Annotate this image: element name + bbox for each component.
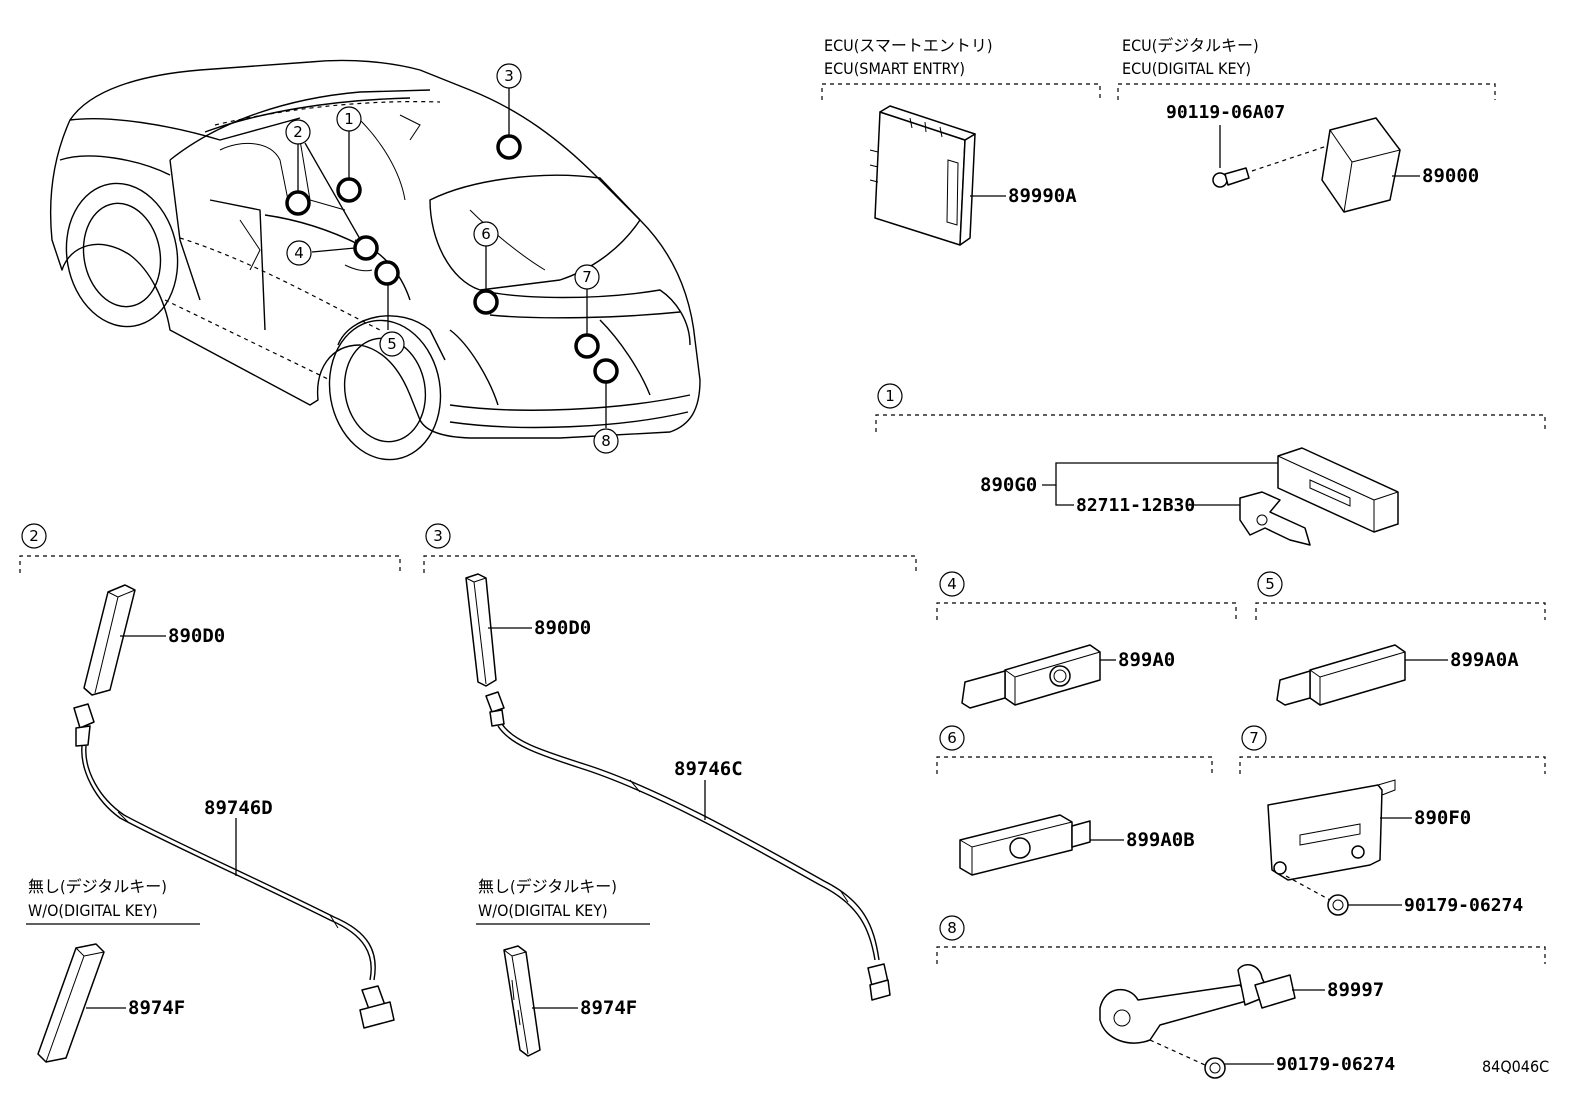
digital-key-title-jp: ECU(デジタルキー) <box>1122 36 1259 55</box>
nut-part-8 <box>1204 1057 1226 1079</box>
svg-text:6: 6 <box>947 729 957 747</box>
callout-2: 2 <box>285 119 311 145</box>
part-899A0A: 899A0A <box>1450 649 1519 671</box>
svg-text:2: 2 <box>293 123 303 141</box>
group-3: 3 890D0 89746C 無し(デジタルキー) W/O(DIGITAL KE… <box>423 523 917 1057</box>
part-890D0-right-drawing <box>465 573 497 687</box>
group-7: 7 890F0 90179-06274 <box>1239 725 1546 916</box>
callout-5: 5 <box>379 331 405 357</box>
part-8974F-left-drawing <box>37 943 105 1063</box>
part-890G0: 890G0 <box>980 474 1037 496</box>
callout-7: 7 <box>574 264 600 290</box>
part-899A0A-drawing <box>1276 644 1406 706</box>
location-7 <box>574 333 600 359</box>
part-90179-06274-a: 90179-06274 <box>1404 895 1523 916</box>
part-890F0: 890F0 <box>1414 807 1471 829</box>
part-890F0-drawing <box>1267 779 1396 881</box>
group-2: 2 890D0 89746D 無し(デジタルキー) W/O(DIGITAL KE… <box>19 523 401 1063</box>
location-1 <box>336 177 362 203</box>
callout-6: 6 <box>473 221 499 247</box>
location-6 <box>473 289 499 315</box>
wo-digital-key-left-jp: 無し(デジタルキー) <box>28 877 167 896</box>
smart-entry-title-en: ECU(SMART ENTRY) <box>824 59 965 78</box>
callout-3: 3 <box>496 63 522 89</box>
digital-key-title-en: ECU(DIGITAL KEY) <box>1122 59 1251 78</box>
part-899A0B: 899A0B <box>1126 829 1195 851</box>
harness-89746C-drawing <box>485 691 891 1001</box>
part-89746C: 89746C <box>674 758 743 780</box>
svg-text:4: 4 <box>947 575 957 593</box>
location-2 <box>285 190 311 216</box>
vehicle-illustration: 3 1 2 4 5 6 7 8 <box>49 59 701 461</box>
group-8: 8 89997 90179-06274 <box>936 915 1546 1079</box>
group-4: 4 899A0 <box>936 571 1237 709</box>
svg-text:8: 8 <box>601 432 611 450</box>
svg-text:5: 5 <box>387 335 397 353</box>
harness-89746D-drawing <box>73 703 395 1029</box>
part-89990A: 89990A <box>1008 185 1077 207</box>
part-89746D: 89746D <box>204 797 273 819</box>
group-1: 1 890G0 82711-12B30 <box>875 383 1546 546</box>
svg-text:3: 3 <box>433 527 443 545</box>
smart-entry-title-jp: ECU(スマートエントリ) <box>824 36 992 55</box>
part-899A0: 899A0 <box>1118 649 1175 671</box>
diagram-code: 84Q046C <box>1482 1057 1549 1076</box>
part-899A0-drawing <box>961 644 1101 709</box>
digital-key-ecu-part <box>1321 117 1401 213</box>
svg-text:4: 4 <box>294 244 304 262</box>
svg-text:2: 2 <box>29 527 39 545</box>
svg-text:1: 1 <box>344 110 354 128</box>
group-6: 6 899A0B <box>936 725 1213 876</box>
smart-entry-ecu-part <box>869 105 976 246</box>
part-8974F-left: 8974F <box>128 997 185 1019</box>
group-ecu-smart-entry: ECU(スマートエントリ) ECU(SMART ENTRY) 89990A <box>821 36 1101 246</box>
part-8974F-right-drawing <box>503 945 541 1057</box>
part-90179-06274-b: 90179-06274 <box>1276 1054 1395 1075</box>
group-ecu-digital-key: ECU(デジタルキー) ECU(DIGITAL KEY) 90119-06A07… <box>1117 36 1496 213</box>
part-89997-drawing <box>1099 963 1296 1044</box>
part-890D0-left-drawing <box>83 584 136 696</box>
svg-text:8: 8 <box>947 919 957 937</box>
group-5: 5 899A0A <box>1255 571 1546 706</box>
svg-text:3: 3 <box>504 67 514 85</box>
wo-digital-key-right-jp: 無し(デジタルキー) <box>478 877 617 896</box>
part-890G0-drawing <box>1277 447 1399 533</box>
location-8 <box>593 358 619 384</box>
part-899A0B-drawing <box>959 814 1091 876</box>
location-5 <box>374 260 400 286</box>
nut-part-7 <box>1327 894 1349 916</box>
callout-8: 8 <box>593 428 619 454</box>
svg-text:5: 5 <box>1265 575 1275 593</box>
svg-text:7: 7 <box>1249 729 1259 747</box>
part-890D0-right: 890D0 <box>534 617 591 639</box>
svg-text:6: 6 <box>481 225 491 243</box>
callout-4: 4 <box>286 240 312 266</box>
svg-text:1: 1 <box>885 387 895 405</box>
svg-text:7: 7 <box>582 268 592 286</box>
part-890D0-left: 890D0 <box>168 625 225 647</box>
part-8974F-right: 8974F <box>580 997 637 1019</box>
location-3 <box>496 134 522 160</box>
callout-1: 1 <box>336 106 362 132</box>
location-4 <box>353 235 379 261</box>
part-82711-12B30: 82711-12B30 <box>1076 495 1195 516</box>
wo-digital-key-left-en: W/O(DIGITAL KEY) <box>28 901 158 920</box>
bolt-part <box>1212 167 1250 188</box>
part-89000: 89000 <box>1422 165 1479 187</box>
part-89997: 89997 <box>1327 979 1384 1001</box>
part-82711-drawing <box>1239 491 1311 546</box>
part-90119-06A07: 90119-06A07 <box>1166 102 1285 123</box>
wo-digital-key-right-en: W/O(DIGITAL KEY) <box>478 901 608 920</box>
